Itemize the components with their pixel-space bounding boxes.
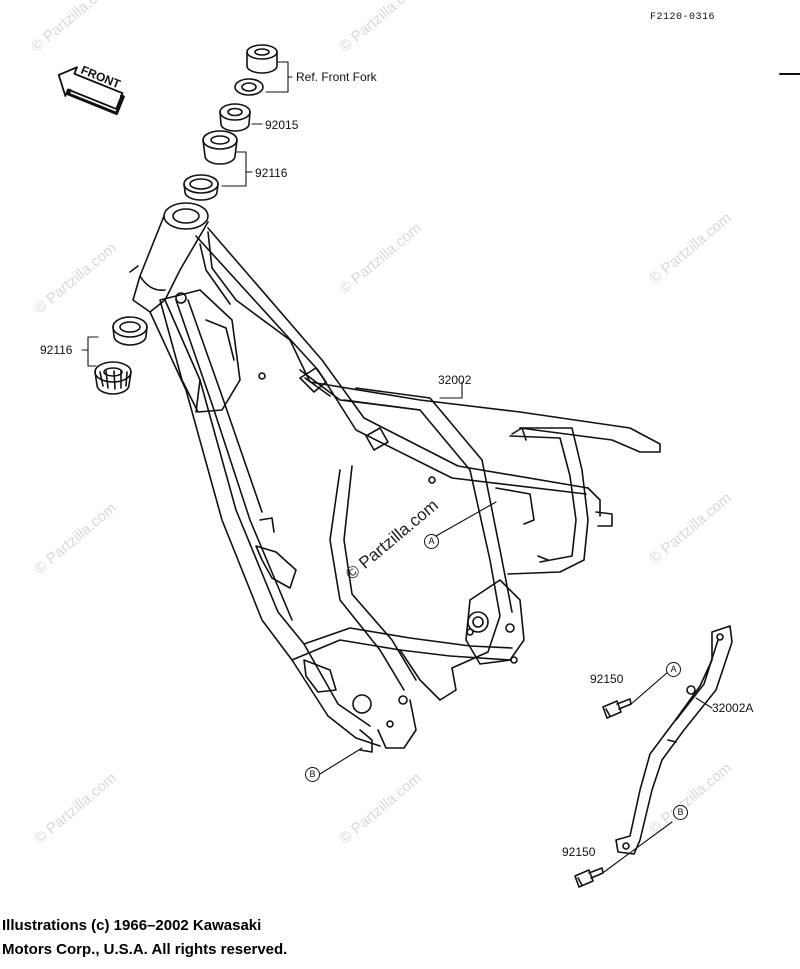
callout-32002: 32002	[438, 373, 472, 387]
callout-92116-top: 92116	[255, 166, 288, 180]
ref-mark-b-main: B	[305, 767, 320, 782]
front-arrow-icon	[57, 66, 125, 115]
callout-32002A: 32002A	[712, 701, 754, 715]
copyright-line-2: Motors Corp., U.S.A. All rights reserved…	[2, 941, 288, 958]
steering-parts	[183, 44, 278, 201]
callout-92150-bottom: 92150	[562, 845, 596, 859]
callout-92116-left: 92116	[40, 343, 73, 357]
diagram-code: F2120-0316	[650, 12, 716, 23]
copyright-line-1: Illustrations (c) 1966–2002 Kawasaki	[2, 917, 262, 934]
main-frame	[129, 202, 661, 753]
callout-ref-front-fork: Ref. Front Fork	[296, 70, 377, 84]
ref-mark-b-bracket: B	[673, 805, 688, 820]
bolt-lower	[574, 867, 604, 888]
ref-mark-a-bracket: A	[666, 662, 681, 677]
callout-92015: 92015	[265, 118, 299, 132]
bolt-upper	[602, 698, 632, 719]
ref-mark-a-main: A	[424, 534, 439, 549]
side-bracket	[615, 625, 733, 855]
lower-bearing	[94, 316, 148, 395]
leader-lines	[81, 61, 713, 873]
callout-92150-top: 92150	[590, 672, 624, 686]
